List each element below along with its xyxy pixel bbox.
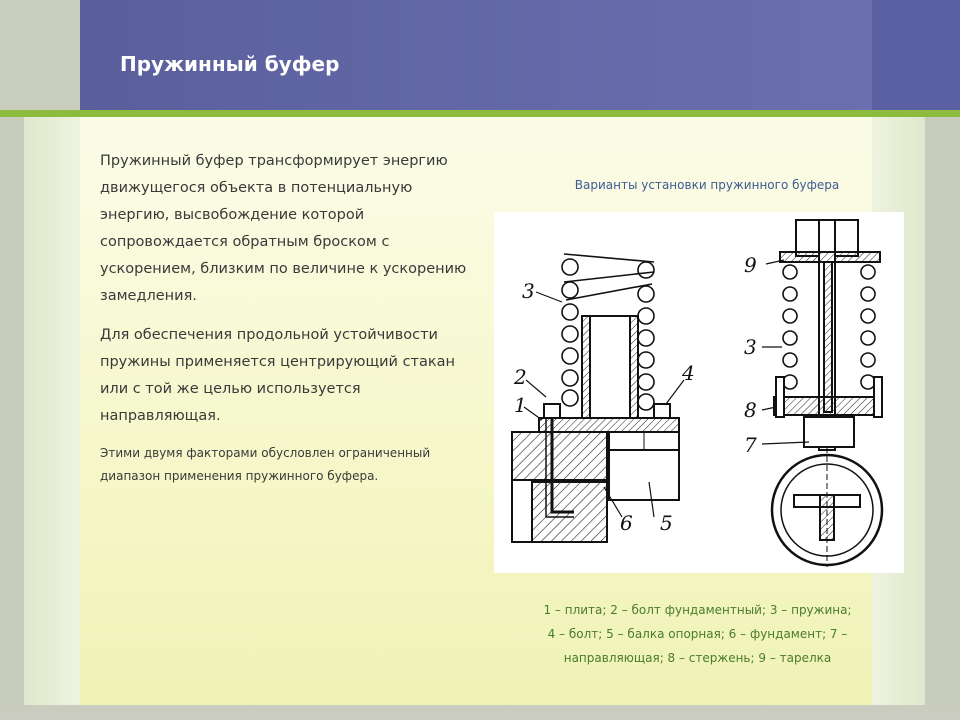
paragraph-energy: Пружинный буфер трансформирует энергию д…	[100, 153, 467, 304]
figure-legend: 1 – плита; 2 – болт фундаментный; 3 – пр…	[520, 598, 875, 670]
paragraph-limitations: Этими двумя факторами обусловлен огранич…	[100, 446, 431, 483]
header-left-block	[0, 0, 80, 110]
label-3-left: 3	[522, 279, 535, 303]
bottom-strip	[0, 705, 960, 720]
legend-line: 4 – болт; 5 – балка опорная; 6 – фундаме…	[547, 627, 848, 641]
label-3-right: 3	[744, 335, 757, 359]
label-1: 1	[514, 393, 527, 417]
body-text: Пружинный буфер трансформирует энергию д…	[100, 148, 480, 488]
label-6: 6	[620, 511, 633, 535]
label-9: 9	[744, 253, 757, 277]
left-side-band	[0, 0, 80, 720]
label-8: 8	[744, 398, 757, 422]
buffer-drawing-svg: 3 2 1 4 6 5	[511, 219, 884, 567]
legend-line: 1 – плита; 2 – болт фундаментный; 3 – пр…	[543, 603, 852, 617]
label-2: 2	[513, 365, 527, 389]
paragraph-stability: Для обеспечения продольной устойчивости …	[100, 327, 456, 424]
left-variant	[511, 253, 685, 543]
accent-divider	[0, 110, 960, 117]
label-4: 4	[681, 361, 695, 385]
label-7: 7	[744, 433, 757, 457]
right-variant	[761, 219, 884, 567]
figure-caption: Варианты установки пружинного буфера	[574, 178, 840, 192]
header-bar	[80, 0, 872, 110]
label-5: 5	[660, 511, 673, 535]
slide-title: Пружинный буфер	[120, 52, 340, 76]
technical-drawing: 3 2 1 4 6 5	[494, 212, 904, 573]
header-right-block	[872, 0, 960, 110]
legend-line: направляющая; 8 – стержень; 9 – тарелка	[563, 651, 832, 665]
